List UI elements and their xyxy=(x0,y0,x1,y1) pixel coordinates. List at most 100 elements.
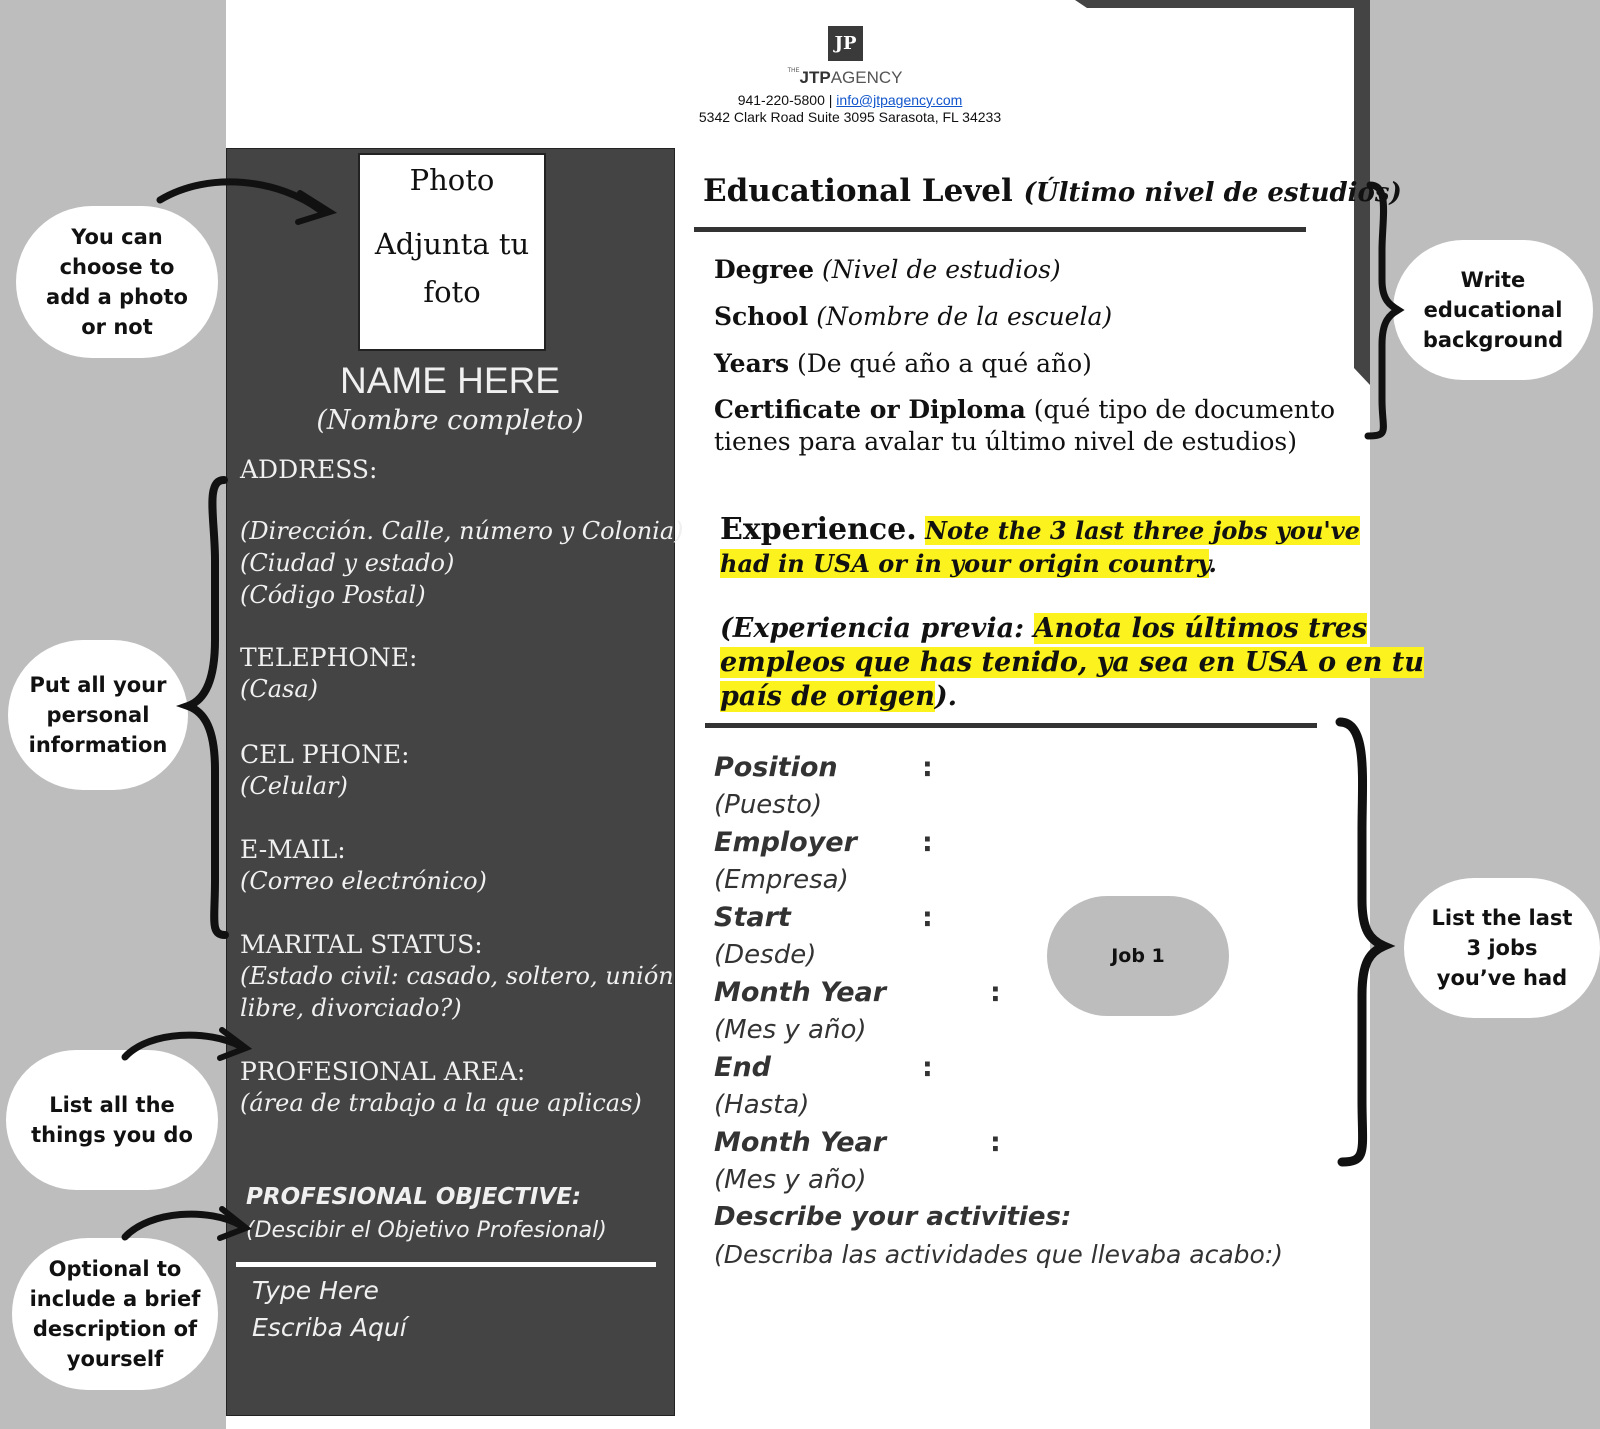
email-hint: (Correo electrónico) xyxy=(240,867,487,895)
school-row: School (Nombre de la escuela) xyxy=(714,301,1112,333)
callout-photo-1: You can xyxy=(71,225,163,249)
school-label: School xyxy=(714,302,809,331)
education-title: Educational Level (Último nivel de estud… xyxy=(703,173,1402,209)
brace-personal-icon xyxy=(176,476,229,939)
objective-hint: (Descibir el Objetivo Profesional) xyxy=(246,1218,607,1243)
end-month-year-label: Month Year xyxy=(714,1127,887,1158)
degree-hint: (Nivel de estudios) xyxy=(822,255,1061,284)
experience-note-2: had in USA or in your origin country xyxy=(720,549,1209,578)
cel-hint: (Celular) xyxy=(240,772,348,800)
address-hint-2: (Ciudad y estado) xyxy=(240,549,455,577)
photo-hint-2: foto xyxy=(423,275,481,309)
start-hint: (Desde) xyxy=(714,940,817,970)
left-panel xyxy=(226,148,675,1416)
callout-education-2: educational xyxy=(1423,298,1563,322)
photo-hint-1: Adjunta tu xyxy=(374,227,530,261)
name-title: NAME HERE xyxy=(340,360,560,401)
start-label: Start xyxy=(714,902,791,933)
start-month-year-hint: (Mes y año) xyxy=(714,1015,867,1045)
callout-education-3: background xyxy=(1422,328,1564,352)
objective-divider xyxy=(236,1262,656,1267)
callout-personal-2: personal xyxy=(46,703,150,727)
header-address: 5342 Clark Road Suite 3095 Sarasota, FL … xyxy=(698,109,1002,125)
experience-es: (Experiencia previa: Anota los últimos t… xyxy=(720,612,1424,714)
degree-row: Degree (Nivel de estudios) xyxy=(714,254,1061,286)
experience-note-1: Note the 3 last three jobs you've xyxy=(925,516,1360,545)
logo-mark: JP xyxy=(828,26,863,61)
education-title-en: Educational Level xyxy=(703,173,1013,209)
degree-label: Degree xyxy=(714,255,815,284)
brace-experience-icon xyxy=(1335,717,1396,1167)
arrow-things-icon xyxy=(121,1027,253,1061)
brace-education-icon xyxy=(1364,181,1405,440)
experience-title: Experience. xyxy=(720,512,917,547)
marital-hint-2: libre, divorciado?) xyxy=(240,994,462,1022)
phone-number: 941-220-5800 xyxy=(737,92,825,108)
education-divider xyxy=(694,227,1306,232)
years-label: Years xyxy=(714,349,790,378)
callout-optional-1: Optional to xyxy=(48,1257,182,1281)
brand-bold: JTP xyxy=(799,68,831,87)
address-hint-3: (Código Postal) xyxy=(240,581,426,609)
callout-photo-2: choose to xyxy=(59,255,175,279)
email-label: E-MAIL: xyxy=(240,835,346,864)
brand-name: THEJTPAGENCY xyxy=(785,68,905,88)
describe-hint: (Describa las actividades que llevaba ac… xyxy=(714,1240,1284,1269)
photo-label: Photo xyxy=(409,163,495,197)
certificate-hint-2: tienes para avalar tu último nivel de es… xyxy=(714,427,1297,456)
brand-small: THE xyxy=(787,68,800,74)
describe-label: Describe your activities: xyxy=(714,1202,1072,1232)
callout-optional-2: include a brief xyxy=(29,1287,201,1311)
callout-optional-3: description of xyxy=(32,1317,198,1341)
experience-es-3: país de origen xyxy=(720,681,935,712)
start-month-year-colon: : xyxy=(990,977,1001,1008)
marital-hint-1: (Estado civil: casado, soltero, unión xyxy=(240,962,674,990)
cel-label: CEL PHONE: xyxy=(240,740,410,769)
position-label: Position xyxy=(714,752,838,783)
end-month-year-hint: (Mes y año) xyxy=(714,1165,867,1195)
address-label: ADDRESS: xyxy=(240,455,378,484)
contact-line: 941-220-5800 | info@jtpagency.com xyxy=(670,92,1030,108)
arrow-photo-icon xyxy=(156,178,338,225)
corner-decoration xyxy=(1075,0,1370,385)
position-hint: (Puesto) xyxy=(714,790,823,820)
callout-photo-4: or not xyxy=(81,315,153,339)
experience-es-close: ). xyxy=(934,681,958,712)
end-colon: : xyxy=(922,1052,933,1083)
email-link[interactable]: info@jtpagency.com xyxy=(836,92,963,108)
objective-type-here[interactable]: Type Here xyxy=(252,1276,379,1305)
area-hint: (área de trabajo a la que aplicas) xyxy=(240,1089,642,1117)
end-hint: (Hasta) xyxy=(714,1090,810,1120)
school-hint: (Nombre de la escuela) xyxy=(816,302,1113,331)
employer-hint: (Empresa) xyxy=(714,865,849,895)
employer-colon: : xyxy=(922,827,933,858)
start-colon: : xyxy=(922,902,933,933)
telephone-label: TELEPHONE: xyxy=(240,643,418,672)
callout-optional-4: yourself xyxy=(66,1347,164,1371)
photo-box[interactable]: Photo Adjunta tu foto xyxy=(358,153,546,351)
arrow-optional-icon xyxy=(121,1206,252,1241)
employer-label: Employer xyxy=(714,827,857,858)
area-label: PROFESIONAL AREA: xyxy=(240,1057,526,1086)
years-row: Years (De qué año a qué año) xyxy=(714,348,1092,380)
end-month-year-colon: : xyxy=(990,1127,1001,1158)
name-subtitle: (Nombre completo) xyxy=(316,405,584,436)
callout-personal-1: Put all your xyxy=(29,673,167,697)
start-month-year-label: Month Year xyxy=(714,977,887,1008)
objective-escriba[interactable]: Escriba Aquí xyxy=(252,1313,407,1342)
telephone-hint: (Casa) xyxy=(240,675,319,703)
job-1-badge: Job 1 xyxy=(1047,896,1229,1016)
experience-es-2: empleos que has tenido, ya sea en USA o … xyxy=(720,647,1424,678)
callout-things-2: things you do xyxy=(31,1123,193,1147)
objective-label: PROFESIONAL OBJECTIVE: xyxy=(246,1184,582,1210)
certificate-row: Certificate or Diploma (qué tipo de docu… xyxy=(714,394,1335,426)
experience-note-end: . xyxy=(1208,549,1217,578)
marital-label: MARITAL STATUS: xyxy=(240,930,483,959)
callout-jobs-3: you’ve had xyxy=(1436,966,1568,990)
certificate-label: Certificate or Diploma xyxy=(714,395,1026,424)
education-title-es: (Último nivel de estudios) xyxy=(1023,178,1402,208)
